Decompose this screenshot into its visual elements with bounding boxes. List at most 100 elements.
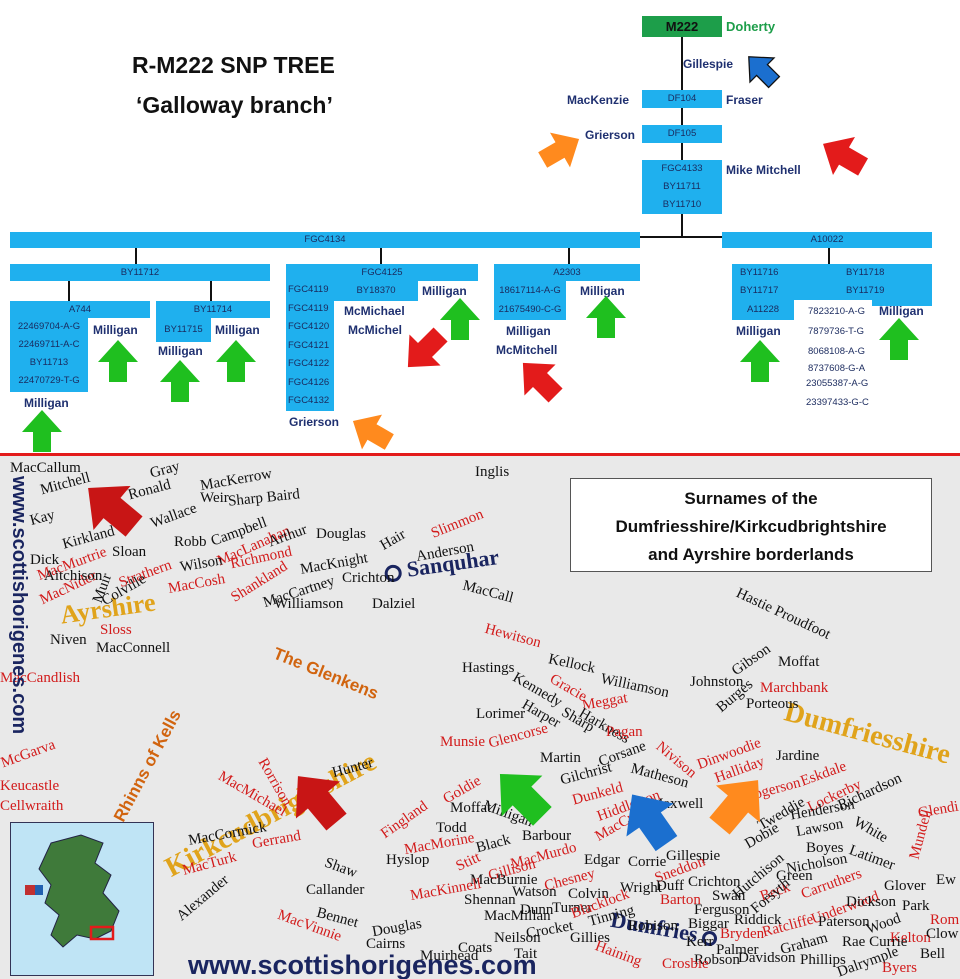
surname-label: Bell xyxy=(920,946,945,962)
snp-label: BY11719 xyxy=(846,285,885,296)
red-arrow-icon xyxy=(812,124,875,187)
node-fgc-list: FGC4119 FGC4119 FGC4120 FGC4121 FGC4122 … xyxy=(286,281,334,411)
branch-line xyxy=(135,248,137,264)
label-milligan: Milligan xyxy=(736,324,781,338)
scotland-map-icon xyxy=(25,834,120,948)
label-mackenzie: MacKenzie xyxy=(567,93,630,107)
red-arrow-icon xyxy=(69,465,153,549)
map-legend-box: Surnames of the Dumfriesshire/Kirkcudbri… xyxy=(570,478,932,572)
surname-label: Sloan xyxy=(112,544,147,560)
label-doherty: Doherty xyxy=(726,19,776,34)
label-milligan: Milligan xyxy=(879,304,924,318)
label-milligan: Milligan xyxy=(580,284,625,298)
surname-label: Lorimer xyxy=(476,706,526,722)
surname-label: Green xyxy=(776,868,813,884)
node-df105: DF105 xyxy=(642,125,722,143)
surname-label: Bryden xyxy=(720,926,765,942)
surname-label: Robson xyxy=(694,952,740,968)
surname-label: Moffat xyxy=(778,654,820,670)
label-milligan: Milligan xyxy=(24,396,69,410)
label-milligan: Milligan xyxy=(422,284,467,298)
label-mike-mitchell: Mike Mitchell xyxy=(726,163,801,177)
green-arrow-icon xyxy=(160,360,200,402)
surname-label: Shennan xyxy=(464,892,516,908)
orange-arrow-icon xyxy=(697,761,781,845)
surname-label: Aitchison xyxy=(44,568,103,584)
surname-label: MacCandlish xyxy=(0,670,80,686)
green-arrow-icon xyxy=(586,296,626,338)
node-a11228: A11228 xyxy=(732,300,794,320)
surname-label: Robb xyxy=(174,534,207,550)
surname-label: Swan xyxy=(712,888,746,904)
branch-line xyxy=(640,236,724,238)
surname-label: Neilson xyxy=(494,930,541,946)
snp-label: 8737608-G-A xyxy=(808,363,866,374)
snp-label: BY11713 xyxy=(29,357,69,368)
snp-label: 23055387-A-G xyxy=(806,378,869,389)
surname-label: Riddick xyxy=(734,912,782,928)
snp-label: BY11710 xyxy=(662,199,702,210)
snp-label: BY11717 xyxy=(740,285,779,296)
label-grierson-bottom: Grierson xyxy=(289,415,340,429)
tree-subtitle: ‘Galloway branch’ xyxy=(136,92,333,118)
green-arrow-icon xyxy=(479,753,563,837)
surname-label: Turner xyxy=(552,900,593,916)
surname-label: Martin xyxy=(540,750,581,766)
node-m222: M222 xyxy=(642,16,722,37)
surname-label: Kelton xyxy=(890,930,931,946)
branch-line xyxy=(828,248,830,264)
node-a2303-snps: 18617114-A-G 21675490-C-G xyxy=(494,281,566,320)
surname-label: Crichton xyxy=(688,874,741,890)
surname-label: MacConnell xyxy=(96,640,171,656)
surname-label: Douglas xyxy=(316,526,366,542)
snp-label: 22470729-T-G xyxy=(18,375,80,386)
node-right-col xyxy=(872,300,932,306)
snp-label: FGC4126 xyxy=(288,376,330,388)
label-mcmichel: McMichel xyxy=(348,323,403,337)
green-arrow-icon xyxy=(22,410,62,452)
surname-label: Davidson xyxy=(738,950,796,966)
surname-label: Biggar xyxy=(688,916,729,932)
surname-label: Dickson xyxy=(846,894,896,910)
label-milligan: Milligan xyxy=(93,323,138,337)
green-arrow-icon xyxy=(216,340,256,382)
surname-label: Watson xyxy=(512,884,557,900)
snp-label: 7823210-A-G xyxy=(808,306,866,317)
surname-label: Paterson xyxy=(818,914,870,930)
surname-label: Keucastle xyxy=(0,778,60,794)
surname-label: MacCallum xyxy=(10,460,81,476)
surname-label: Muirhead xyxy=(420,948,479,964)
surname-label: Callander xyxy=(306,882,365,898)
surname-label: Dick xyxy=(30,552,60,568)
node-by11715: BY11715 xyxy=(156,318,211,342)
surname-label: Inglis xyxy=(475,464,510,480)
snp-label: FGC4119 xyxy=(288,284,329,295)
surname-label: Marchbank xyxy=(760,680,829,696)
label-grierson-top: Grierson xyxy=(585,128,636,142)
tree-title: R-M222 SNP TREE xyxy=(132,52,335,78)
label-milligan: Milligan xyxy=(158,344,203,358)
surname-label: Park xyxy=(902,898,930,914)
label-mcmitchell: McMitchell xyxy=(496,343,558,357)
snp-label: FGC4122 xyxy=(288,358,330,369)
legend-line: and Ayrshire borderlands xyxy=(648,545,854,564)
surname-label: Gillespie xyxy=(666,848,721,864)
label-fraser: Fraser xyxy=(726,93,763,107)
snp-label: 21675490-C-G xyxy=(498,304,562,315)
label-gillespie: Gillespie xyxy=(683,57,734,71)
red-arrow-icon xyxy=(275,757,359,841)
map-arrows xyxy=(69,465,781,861)
green-arrow-icon xyxy=(879,318,919,360)
surname-label: Coats xyxy=(458,940,493,956)
red-arrow-icon xyxy=(392,318,457,383)
surname-label: Cairns xyxy=(366,936,406,952)
surname-label: Niven xyxy=(50,632,87,648)
surname-label: Corrie xyxy=(628,854,667,870)
blue-arrow-icon xyxy=(608,777,691,861)
legend-line: Surnames of the xyxy=(684,489,818,508)
surname-label: Palmer xyxy=(716,942,759,958)
label-mcmichael: McMichael xyxy=(344,304,405,318)
snp-label: FGC4132 xyxy=(288,395,330,406)
surname-label: Barton xyxy=(660,892,701,908)
surname-label: Munsie xyxy=(440,734,485,750)
